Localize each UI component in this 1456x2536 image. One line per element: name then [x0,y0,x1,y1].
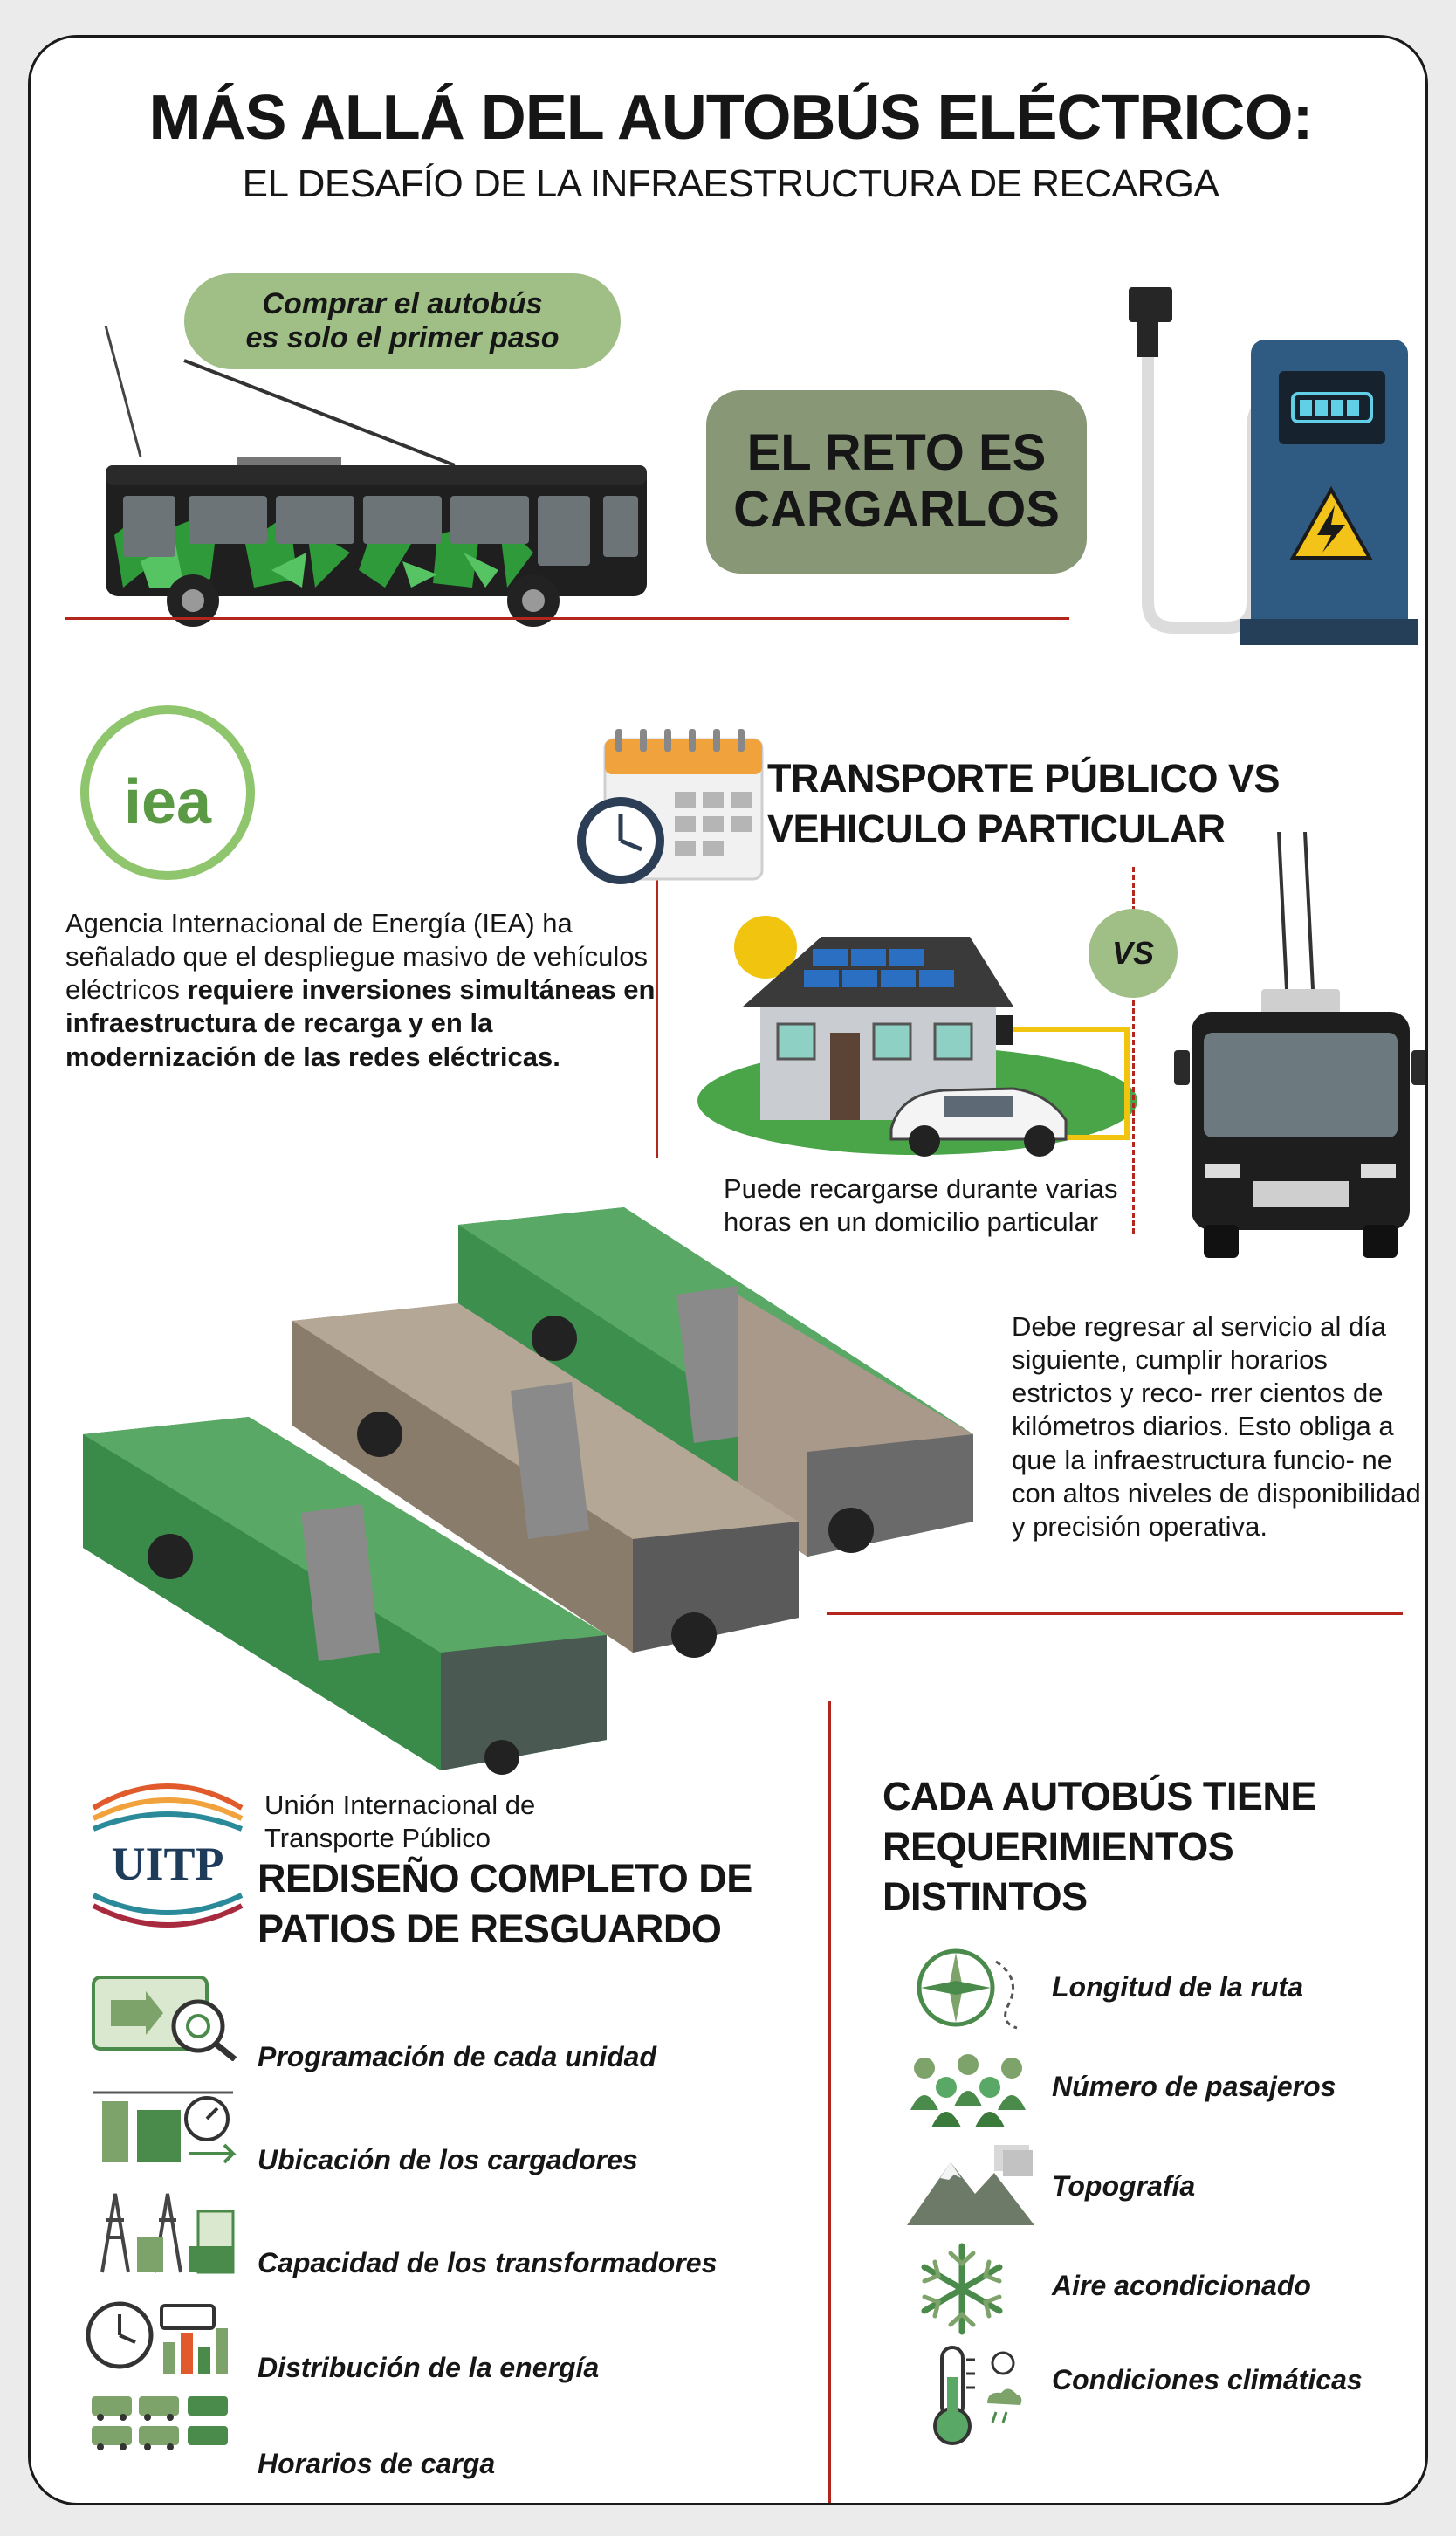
section-divider-2 [827,1612,1403,1615]
scheduling-icon [92,1976,237,2061]
snowflake-icon [921,2243,1003,2335]
transformer-icon [100,2193,235,2274]
uitp-org-line1: Unión Internacional de [264,1790,536,1820]
comparison-heading-line1: TRANSPORTE PÚBLICO VS [767,756,1281,801]
uitp-item-label-1: Ubicación de los cargadores [258,2144,638,2175]
requirement-item-0 [912,1944,1026,2031]
requirement-label-1: Número de pasajeros [1052,2071,1336,2102]
uitp-item-4 [85,2388,242,2457]
bottom-vertical-divider [828,1701,831,2503]
uitp-heading: REDISEÑO COMPLETO DE PATIOS DE RESGUARDO [258,1853,834,1954]
iea-vertical-divider [656,853,658,1158]
iea-logo: iea [80,705,255,880]
uitp-item-2 [85,2185,242,2281]
first-step-pill: Comprar el autobús es solo el primer pas… [184,273,621,369]
thermometer-icon [933,2346,1022,2445]
comparison-dashed-divider [1132,867,1135,1234]
requirement-item-4 [921,2342,1026,2447]
uitp-item-label-0: Programación de cada unidad [258,2041,656,2072]
home-charging-text: Puede recargarse durante varias horas en… [724,1173,1118,1238]
page-title: MÁS ALLÁ DEL AUTOBÚS ELÉCTRICO: [148,83,1314,153]
bus-middle [292,1303,799,1658]
uitp-heading-line2: PATIOS DE RESGUARDO [258,1906,722,1951]
requirement-item-3 [914,2241,1010,2337]
uitp-item-3 [85,2290,242,2377]
iea-statement-bold: requiere inversiones simultáneas en infr… [65,974,656,1072]
page-subtitle: EL DESAFÍO DE LA INFRAESTRUCTURA DE RECA… [242,162,1219,205]
articulated-trolleybuses-illustration [83,1207,973,1775]
compass-route-icon [917,1948,1018,2030]
charging-schedule-icon [92,2396,228,2450]
uitp-item-label-4: Horarios de carga [258,2448,496,2479]
comparison-heading: TRANSPORTE PÚBLICO VS VEHICULO PARTICULA… [767,753,1425,854]
bus-front [83,1417,607,1775]
requirement-label-0: Longitud de la ruta [1052,1971,1303,2003]
uitp-item-label-2: Capacidad de los transformadores [258,2247,718,2278]
energy-distribution-icon [86,2301,228,2374]
uitp-logo: UITP [92,1783,244,1928]
bus-operation-text: Debe regresar al servicio al día siguien… [1012,1311,1421,1542]
uitp-org-name: Unión Internacional de Transporte Públic… [264,1789,788,1855]
uitp-org-line2: Transporte Público [264,1823,491,1854]
trolleybus-side-illustration [104,326,647,627]
uitp-logo-text: UITP [111,1838,223,1890]
requirements-heading-line1: CADA AUTOBÚS TIENE [883,1774,1316,1818]
section-divider-1 [65,617,1069,620]
comparison-heading-line2: VEHICULO PARTICULAR [767,806,1226,851]
infographic-card: MÁS ALLÁ DEL AUTOBÚS ELÉCTRICO: EL DESAF… [28,35,1428,2505]
requirements-heading-line3: DISTINTOS [883,1874,1088,1920]
requirements-heading: CADA AUTOBÚS TIENE REQUERIMIENTOS DISTIN… [883,1771,1415,1922]
passengers-icon [910,2054,1026,2127]
vs-badge: VS [1089,909,1178,998]
first-step-line1: Comprar el autobús [262,286,543,320]
requirement-item-1 [907,2049,1029,2127]
requirement-item-2 [907,2141,1038,2229]
charger-location-icon [93,2091,237,2164]
requirement-label-3: Aire acondicionado [1052,2270,1311,2301]
uitp-item-0 [85,1965,242,2061]
house-charging-illustration [697,916,1137,1157]
uitp-item-1 [85,2075,242,2171]
requirement-label-4: Condiciones climáticas [1052,2364,1363,2395]
uitp-heading-line1: REDISEÑO COMPLETO DE [258,1856,752,1900]
charging-station-illustration [1129,287,1418,645]
uitp-item-label-3: Distribución de la energía [258,2352,600,2383]
bus-front-illustration [1174,832,1425,1258]
challenge-box: EL RETO ES CARGARLOS [706,390,1087,574]
iea-statement-normal: Agencia Internacional de Energía (IEA) h… [65,908,648,1006]
first-step-line2: es solo el primer paso [245,321,560,354]
bus-back [458,1207,973,1557]
challenge-line1: EL RETO ES [746,424,1047,482]
calendar-clock-icon [577,729,764,884]
requirement-label-2: Topografía [1052,2170,1196,2202]
iea-logo-text: iea [124,767,212,837]
mountain-icon [907,2145,1034,2225]
iea-statement: Agencia Internacional de Energía (IEA) h… [65,907,668,1074]
challenge-line2: CARGARLOS [733,481,1060,538]
requirements-heading-line2: REQUERIMIENTOS [883,1824,1234,1869]
